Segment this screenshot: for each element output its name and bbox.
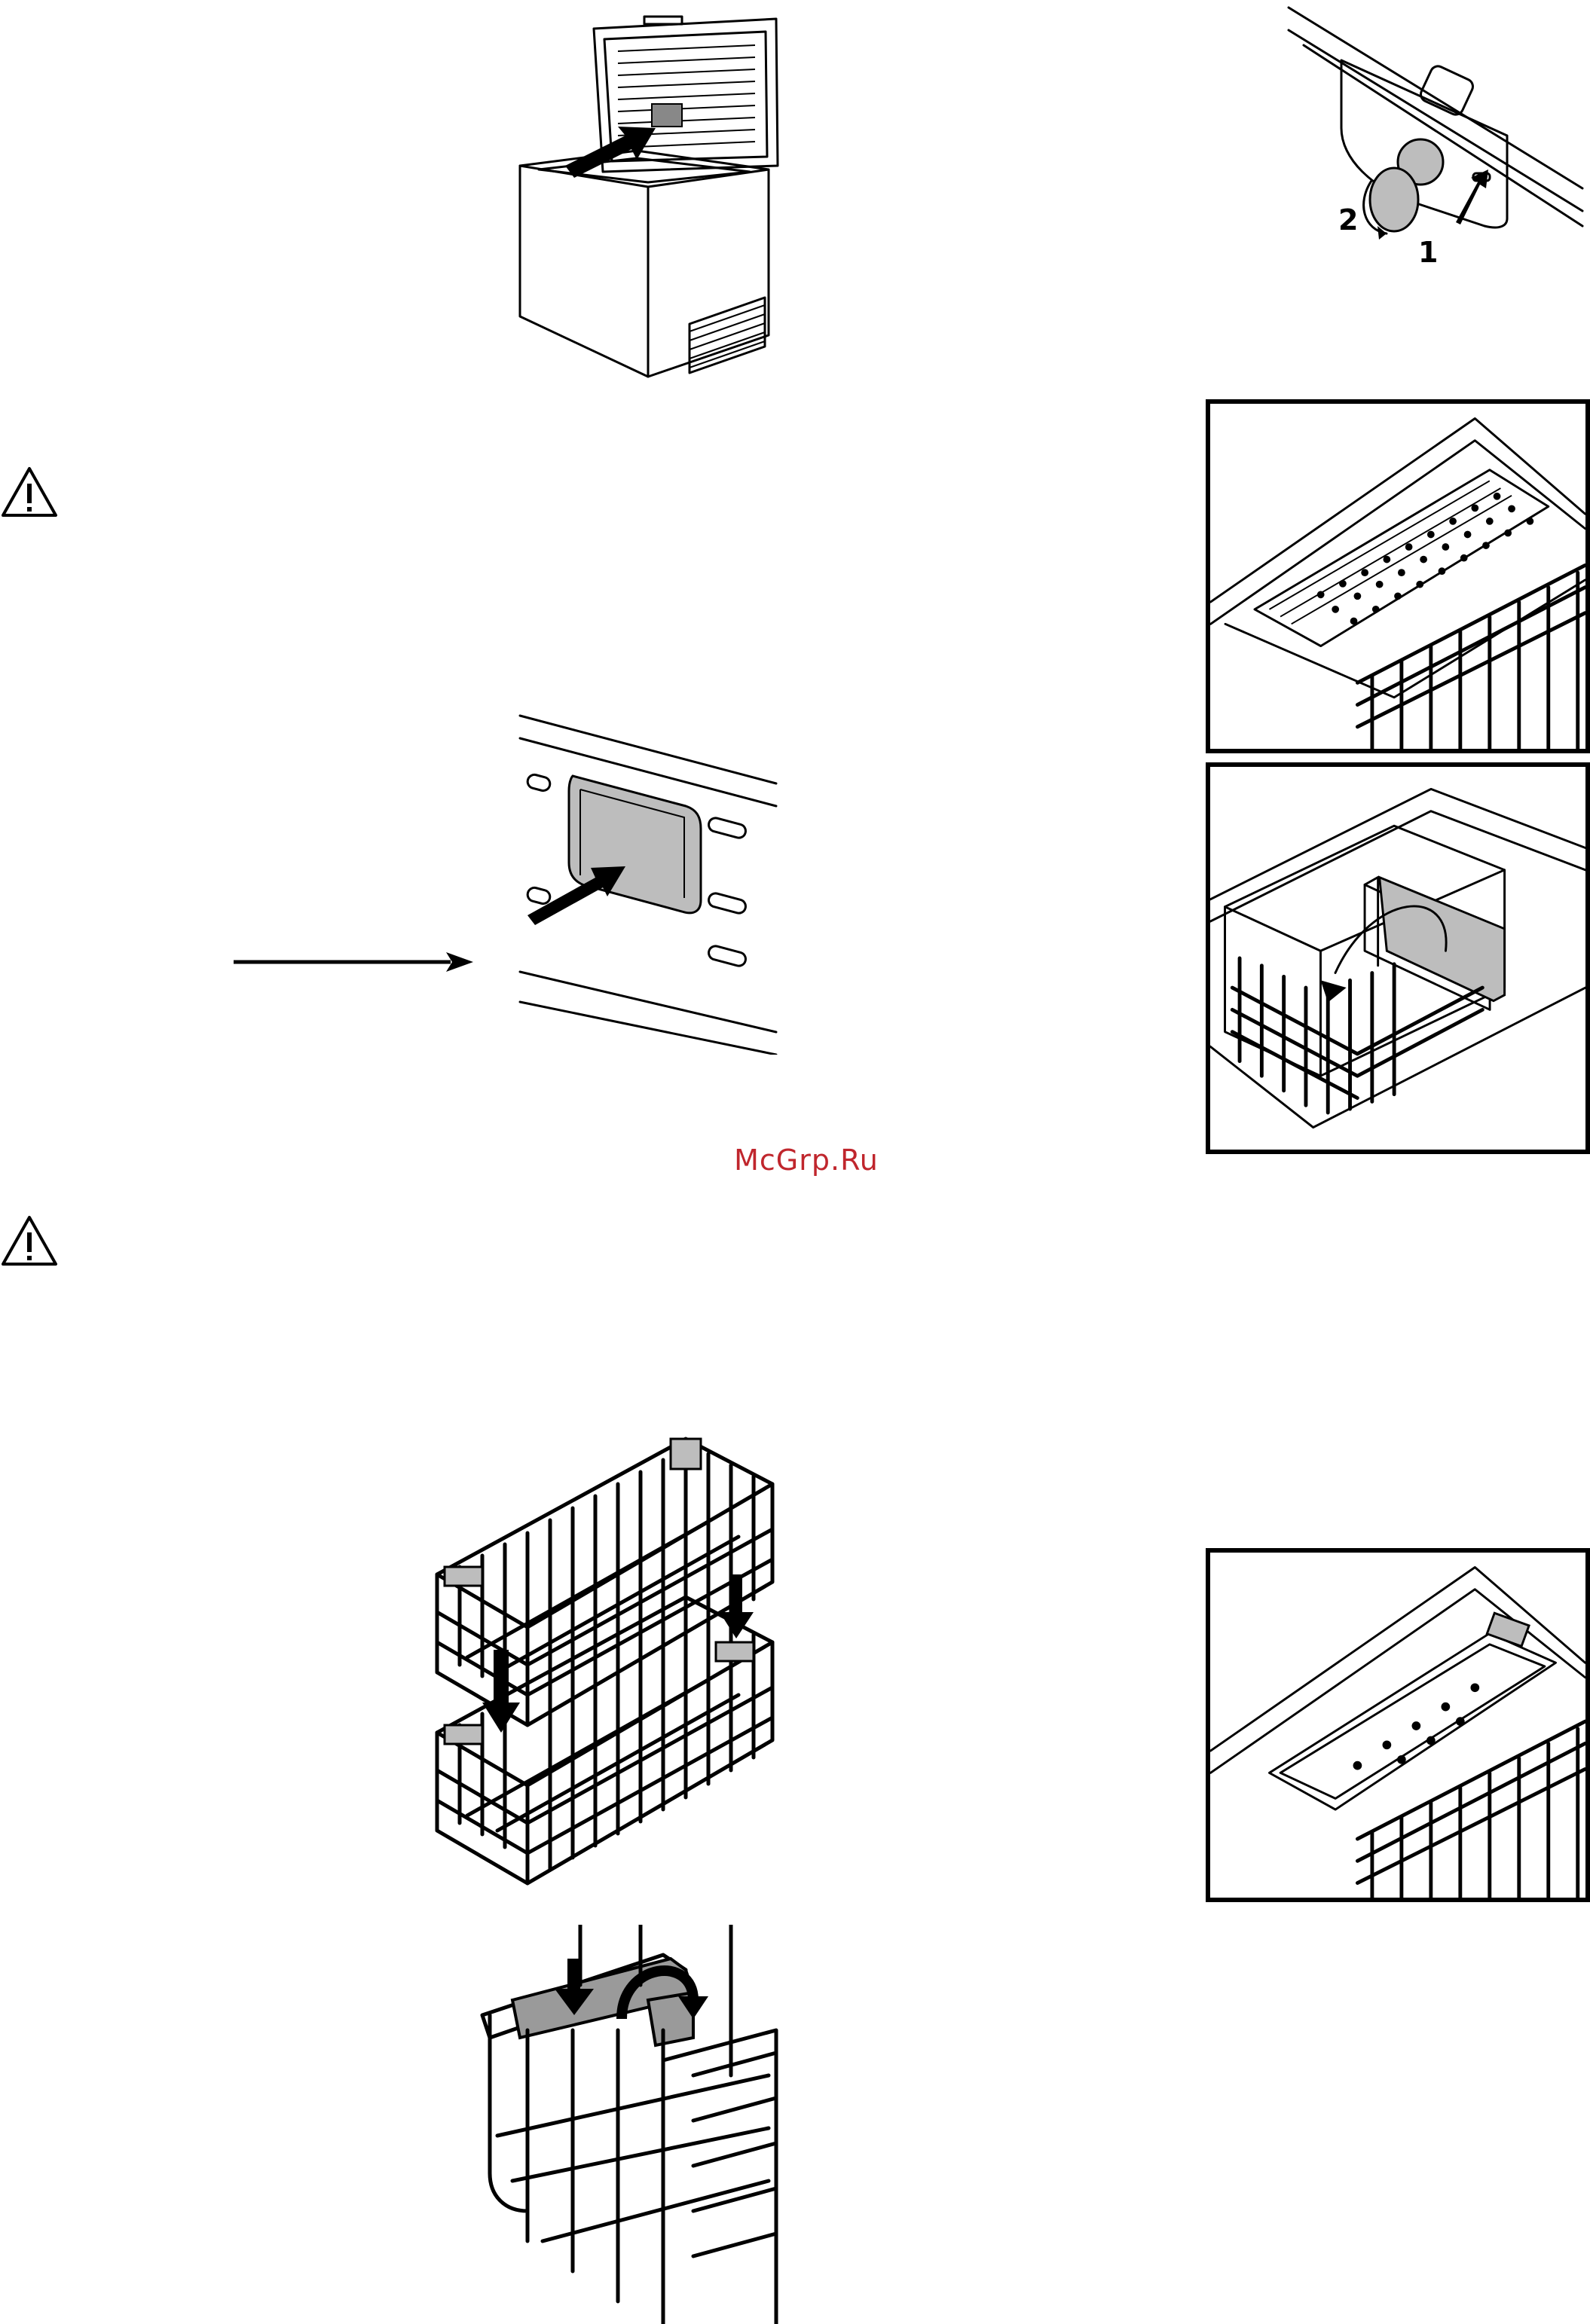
figure-cover-pull xyxy=(512,701,784,1055)
figure-basket-perforated-tray xyxy=(1206,399,1590,753)
figure-basket-flip xyxy=(1206,762,1590,1154)
figure-freezer-open-lid xyxy=(505,15,791,388)
figure-basket-plain-tray xyxy=(1206,1548,1590,1902)
arrow-right-icon xyxy=(234,951,475,973)
figure-stacking-baskets xyxy=(422,1424,784,1913)
figure-basket-handle xyxy=(467,1925,784,2324)
warning-triangle-icon xyxy=(0,1214,59,1267)
warning-triangle-icon xyxy=(0,466,59,518)
lock-label-2: 2 xyxy=(1338,203,1358,237)
figure-lock-key: 2 1 xyxy=(1281,0,1590,279)
lock-label-1: 1 xyxy=(1418,236,1438,269)
watermark-text: McGrp.Ru xyxy=(723,1144,889,1177)
